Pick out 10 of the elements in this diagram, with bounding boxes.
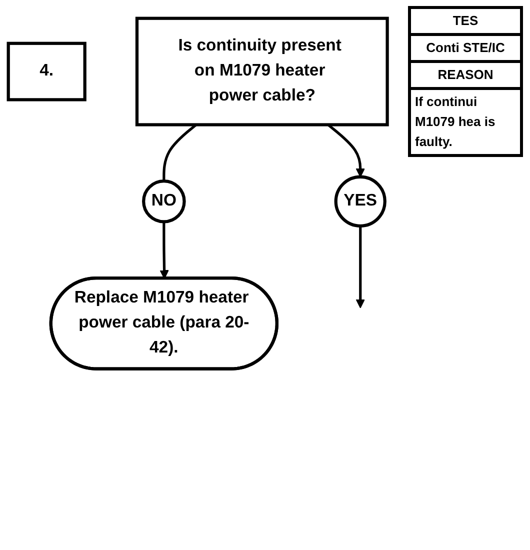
node-circle: YES	[334, 175, 386, 228]
arrow	[160, 222, 169, 279]
node-circle: NO	[142, 180, 186, 224]
table-header: REASON	[410, 62, 522, 88]
arrow	[356, 226, 365, 308]
table-cell: Conti STE/IC	[410, 34, 522, 62]
table-header: TES	[410, 8, 522, 34]
node-box: 4.	[6, 42, 86, 102]
node-box: Is continuity present on M1079 heater power cable?	[135, 16, 389, 126]
table-cell: If continui M1079 hea is faulty.	[410, 88, 522, 156]
